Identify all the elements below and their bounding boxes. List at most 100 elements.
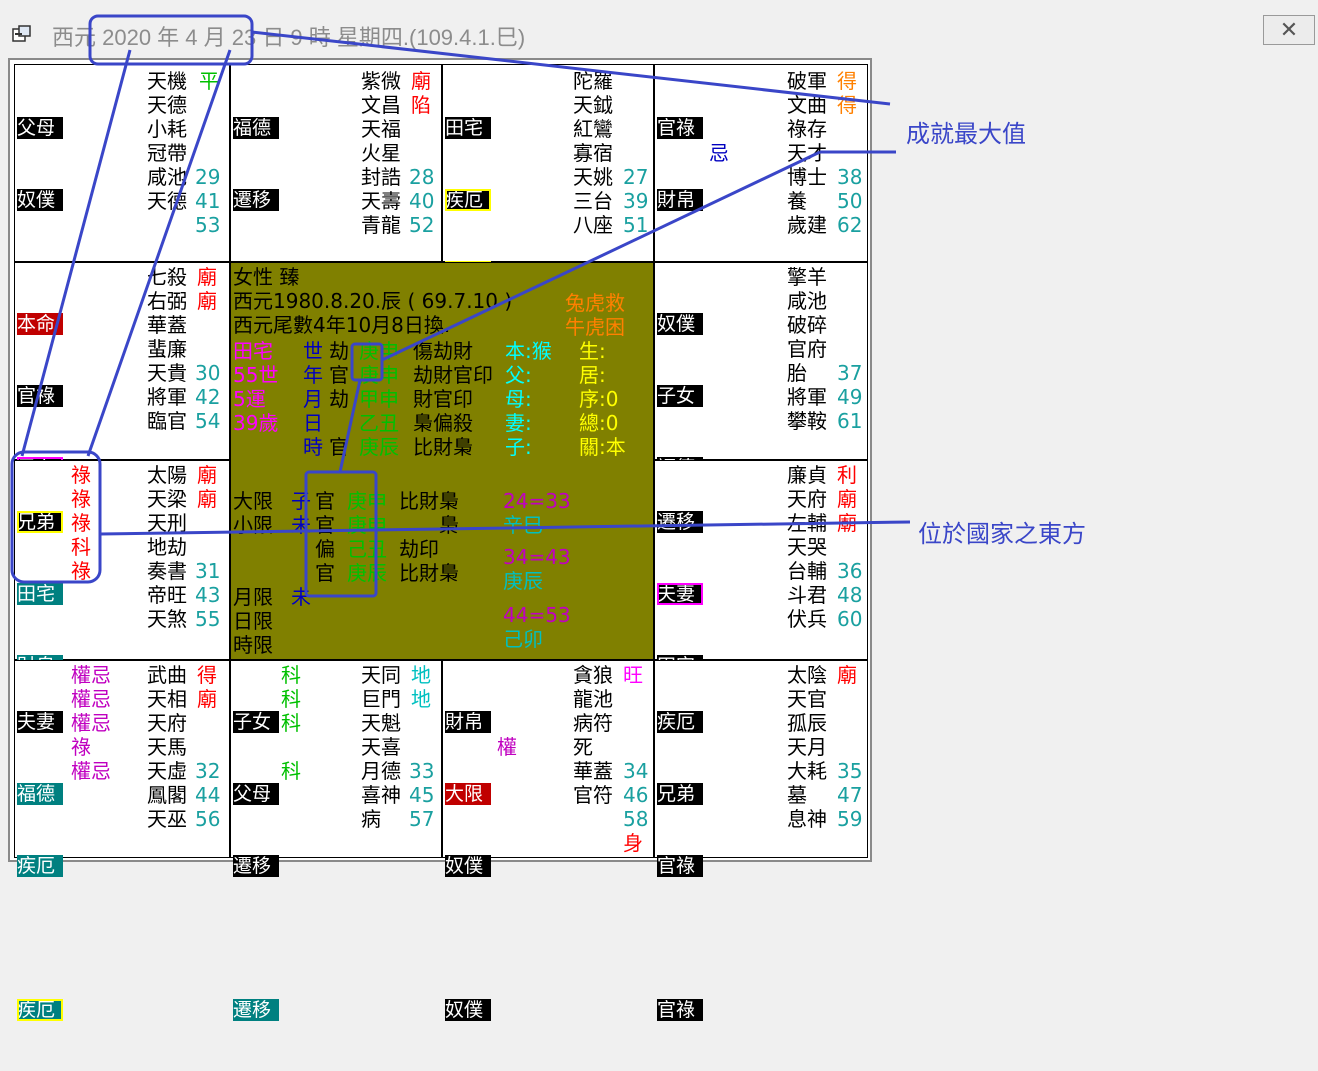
age-numbers: 34 46 58 xyxy=(623,759,649,831)
palace-cell-r0c2: 田宅 疾厄 小限 月限 陀羅 天鉞 紅鸞 寡宿 天姚 三台 八座 27 39 5… xyxy=(442,64,654,427)
palace-label: 田宅 xyxy=(445,117,491,139)
palace-cell-r3c0: 夫妻 福德 疾厄 疾厄 權忌 權忌 權忌 祿 權忌 武曲 天相 天府 天馬 天虛… xyxy=(14,660,230,1021)
star-brightness: 旺 xyxy=(623,663,643,687)
star-list: 七殺 右弼 華蓋 蜚廉 天貴 將軍 臨官 xyxy=(147,265,187,433)
palace-cell-r2c0: 兄弟 田宅 財帛 財帛 祿 祿 祿 科 祿 太陽 天梁 天刑 地劫 奏書 帝旺 … xyxy=(14,460,230,821)
age-numbers: 37 49 61 xyxy=(837,361,863,433)
tiger-note-1: 兔虎救 xyxy=(565,291,625,315)
pillar-ganzhi: 庚申 庚申 甲申 乙丑 庚辰 xyxy=(359,339,399,459)
annotation-east-location: 位於國家之東方 xyxy=(918,520,1086,548)
palace-label: 官祿 xyxy=(657,117,703,139)
palace-label: 田宅 xyxy=(17,583,63,605)
age-numbers: 29 41 53 xyxy=(195,165,221,237)
palace-label: 夫妻 xyxy=(17,711,63,733)
title-bar: 西元 2020 年 4 月 23 日 9 時 星期四.(109.4.1.巳) ✕ xyxy=(0,0,1318,58)
star-list: 紫微 文昌 天福 火星 封誥 天壽 青龍 xyxy=(361,69,401,237)
stats-info: 生: 居: 序:0 總:0 關:本 xyxy=(579,339,626,459)
palace-label: 兄弟 xyxy=(17,511,63,533)
tiger-note-2: 牛虎困 xyxy=(565,315,625,339)
star-list: 破軍 文曲 祿存 天才 博士 養 歲建 xyxy=(787,69,827,237)
sihua-marks: 科 科 科 科 xyxy=(281,663,301,783)
birth-date: 西元1980.8.20.辰 ( 69.7.10 ) xyxy=(233,289,513,313)
palace-labels: 疾厄 兄弟 官祿 官祿 xyxy=(657,663,703,1071)
limit-ganzhi: 庚申 庚申 己丑 庚辰 xyxy=(347,489,387,585)
gender-name: 女性 臻 xyxy=(233,265,300,289)
limit-labels: 大限 小限 月限 日限 時限 xyxy=(233,489,273,657)
age-numbers: 28 40 52 xyxy=(409,165,435,237)
limit-ten-gods: 比財梟 梟 劫印 比財梟 xyxy=(399,489,459,585)
palace-cell-r1c0: 本命 官祿 子女 子女 七殺 右弼 華蓋 蜚廉 天貴 將軍 臨官 廟 廟 30 … xyxy=(14,262,230,623)
palace-label: 疾厄 xyxy=(445,189,491,211)
star-list: 陀羅 天鉞 紅鸞 寡宿 天姚 三台 八座 xyxy=(573,69,613,237)
sihua-mark: 忌 xyxy=(709,141,729,165)
star-brightness: 廟 xyxy=(837,663,857,687)
body-palace-mark: 身 xyxy=(623,831,643,855)
palace-label: 疾厄 xyxy=(17,855,63,877)
star-list: 太陽 天梁 天刑 地劫 奏書 帝旺 天煞 xyxy=(147,463,187,631)
palace-label: 疾厄 xyxy=(17,999,63,1021)
palace-label: 財帛 xyxy=(657,189,703,211)
star-list: 武曲 天相 天府 天馬 天虛 鳳閣 天巫 xyxy=(147,663,187,831)
palace-label: 子女 xyxy=(233,711,279,733)
palace-label: 福德 xyxy=(233,117,279,139)
palace-label: 疾厄 xyxy=(657,711,703,733)
sihua-mark: 權 xyxy=(497,735,517,759)
palace-label: 遷移 xyxy=(233,855,279,877)
limit-branch: 子 未 未 xyxy=(291,489,311,609)
star-brightness: 得 廟 xyxy=(197,663,217,711)
family-info: 本:猴 父: 母: 妻: 子: xyxy=(505,339,552,459)
palace-cell-r3c1: 子女 父母 遷移 遷移 科 科 科 科 天同 巨門 天魁 天喜 月德 喜神 病 … xyxy=(230,660,442,1021)
palace-cell-r2c3: 遷移 夫妻 田宅 田宅 廉貞 天府 左輔 天哭 台輔 斗君 伏兵 利 廟 廟 3… xyxy=(654,460,868,821)
palace-label: 夫妻 xyxy=(657,583,703,605)
palace-cell-r0c3: 官祿 財帛 父母 父母 忌 破軍 文曲 祿存 天才 博士 養 歲建 得 得 38… xyxy=(654,64,868,427)
window-title: 西元 2020 年 4 月 23 日 9 時 星期四.(109.4.1.巳) xyxy=(52,25,526,50)
palace-label: 大限 xyxy=(445,783,491,805)
age-numbers: 30 42 54 xyxy=(195,361,221,433)
palace-label: 官祿 xyxy=(17,385,63,407)
palace-label: 本命 xyxy=(17,313,63,335)
palace-label: 福德 xyxy=(17,783,63,805)
ten-gods: 傷劫財 劫財官印 財官印 梟偏殺 比財梟 xyxy=(413,339,493,459)
palace-cell-r0c0: 父母 奴僕 夫妻 夫妻 天機 天德 小耗 冠帶 咸池 天德 平 29 41 53 xyxy=(14,64,230,427)
palace-label: 遷移 xyxy=(657,511,703,533)
sihua-marks: 權忌 權忌 權忌 祿 權忌 xyxy=(71,663,111,783)
palace-label: 奴僕 xyxy=(445,999,491,1021)
palace-cell-r3c3: 疾厄 兄弟 官祿 官祿 太陰 天官 孤辰 天月 大耗 墓 息神 廟 35 47 … xyxy=(654,660,868,1021)
palace-labels: 子女 父母 遷移 遷移 xyxy=(233,663,279,1071)
star-list: 天同 巨門 天魁 天喜 月德 喜神 病 xyxy=(361,663,401,831)
switch-date: 西元尾數4年10月8日換. xyxy=(233,313,451,337)
palace-label: 官祿 xyxy=(657,855,703,877)
star-brightness: 廟 廟 xyxy=(197,463,217,511)
palace-label: 遷移 xyxy=(233,999,279,1021)
palace-label: 兄弟 xyxy=(657,783,703,805)
ganzhi-1: 辛巳 xyxy=(503,513,543,537)
center-info-panel: 女性 臻 西元1980.8.20.辰 ( 69.7.10 ) 西元尾數4年10月… xyxy=(230,262,654,660)
palace-label: 子女 xyxy=(657,385,703,407)
age-numbers: 31 43 55 xyxy=(195,559,221,631)
palace-cell-r0c1: 福德 遷移 兄弟 兄弟 紫微 文昌 天福 火星 封誥 天壽 青龍 廟 陷 28 … xyxy=(230,64,442,427)
ziwei-chart: 父母 奴僕 夫妻 夫妻 天機 天德 小耗 冠帶 咸池 天德 平 29 41 53… xyxy=(8,58,872,1021)
close-button[interactable]: ✕ xyxy=(1263,15,1315,45)
pillar-gods: 劫 官 劫 官 xyxy=(329,339,349,459)
age-numbers: 27 39 51 xyxy=(623,165,649,237)
age-numbers: 35 47 59 xyxy=(837,759,863,831)
palace-label: 遷移 xyxy=(233,189,279,211)
ganzhi-3: 己卯 xyxy=(503,627,543,651)
age-range-3: 44=53 xyxy=(503,603,571,627)
palace-label: 奴僕 xyxy=(657,313,703,335)
age-range-1: 24=33 xyxy=(503,489,571,513)
age-numbers: 38 50 62 xyxy=(837,165,863,237)
palace-label: 財帛 xyxy=(445,711,491,733)
limit-gods: 官 官 偏 官 xyxy=(315,489,335,585)
annotation-max-achievement: 成就最大值 xyxy=(906,120,1026,148)
age-numbers: 33 45 57 xyxy=(409,759,435,831)
palace-labels: 財帛 大限 奴僕 奴僕 xyxy=(445,663,491,1071)
star-list: 貪狼 龍池 病符 死 華蓋 官符 xyxy=(573,663,613,807)
palace-label: 父母 xyxy=(17,117,63,139)
pillar-labels: 世 年 月 日 時 xyxy=(303,339,323,459)
palace-label: 奴僕 xyxy=(17,189,63,211)
palace-cell-r3c2: 財帛 大限 奴僕 奴僕 權 貪狼 龍池 病符 死 華蓋 官符 旺 34 46 5… xyxy=(442,660,654,1021)
star-list: 太陰 天官 孤辰 天月 大耗 墓 息神 xyxy=(787,663,827,831)
age-numbers: 36 48 60 xyxy=(837,559,863,631)
palace-cell-r1c3: 奴僕 子女 福德 福德 擎羊 咸池 破碎 官府 胎 將軍 攀鞍 37 49 61 xyxy=(654,262,868,623)
